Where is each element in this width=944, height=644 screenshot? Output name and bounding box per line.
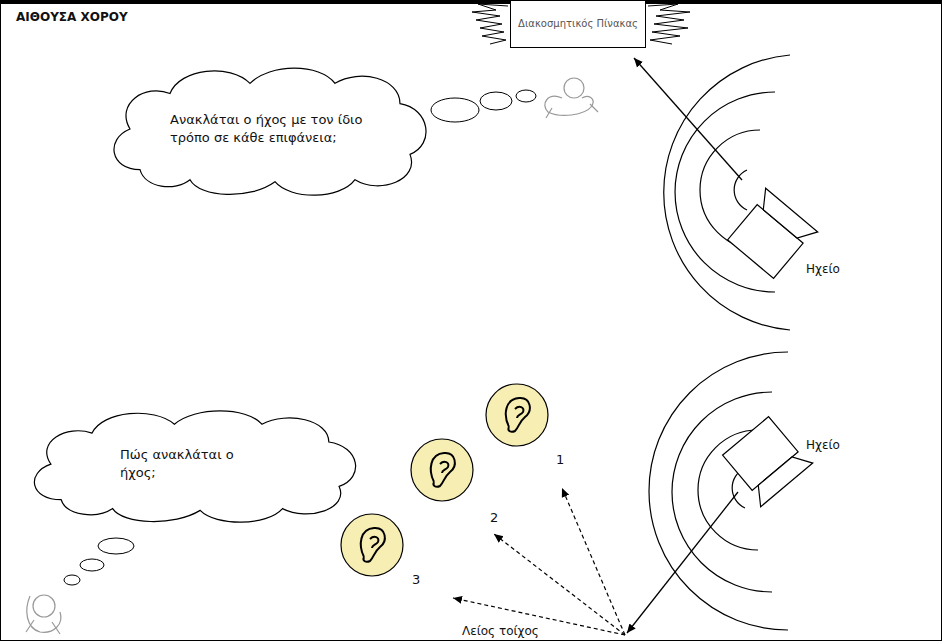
decorative-panel: Διακοσμητικός Πίνακας (510, 0, 646, 48)
child-figure (26, 595, 61, 634)
node-text: Πώς ανακλάται ο ήχος; (120, 446, 270, 482)
callout-number: 2 (490, 510, 498, 525)
speaker-symbol (725, 188, 818, 281)
sound-ray (627, 492, 738, 633)
child-figure (545, 78, 598, 118)
speaker-label: Ηχείο (806, 262, 840, 276)
thought-bubbles (64, 538, 134, 585)
diagram-title: ΑΙΘΟΥΣΑ ΧΟΡΟΥ (16, 10, 128, 24)
thought-bubbles (431, 90, 536, 122)
node-text: Διακοσμητικός Πίνακας (518, 17, 638, 31)
cloud-outline (20, 402, 370, 526)
speaker-label: Ηχείο (806, 438, 840, 452)
wall-label: Λείος τοίχος (462, 624, 539, 638)
thought-cloud: Ανακλάται ο ήχος με τον ίδιο τρόπο σε κά… (100, 58, 440, 200)
thought-cloud: Πώς ανακλάται ο ήχος; (20, 402, 370, 526)
callout-number: 1 (556, 452, 564, 467)
ear-icons (341, 384, 548, 576)
sound-ray (634, 58, 742, 180)
speaker-symbol (720, 414, 813, 507)
node-text: Ανακλάται ο ήχος με τον ίδιο τρόπο σε κά… (170, 111, 370, 147)
callout-number: 3 (412, 572, 420, 587)
cloud-outline (100, 58, 440, 200)
reflected-rays (453, 488, 625, 635)
